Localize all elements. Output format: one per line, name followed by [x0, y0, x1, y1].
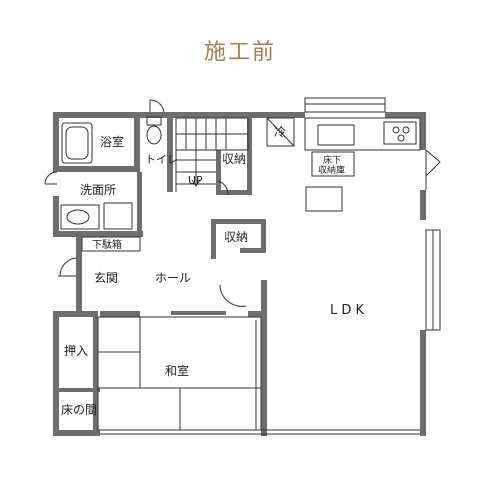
shoe-box-label: 下駄箱: [92, 238, 122, 251]
up-label: UP: [188, 174, 203, 187]
hall-label: ホール: [155, 271, 191, 285]
fixtures: [44, 97, 441, 435]
storage-2-label: 収納: [224, 230, 248, 244]
japanese-room-label: 和室: [165, 363, 189, 378]
page-title: 施工前: [203, 40, 276, 65]
washroom-label: 洗面所: [80, 183, 116, 197]
closet-label: 押入: [64, 344, 88, 358]
toilet-label: トイレ: [145, 153, 178, 166]
ldk-label: L D K: [330, 303, 365, 318]
exterior-walls: [53, 112, 426, 436]
bath-label: 浴室: [100, 134, 124, 149]
room-labels: 浴室 トイレ 収納 冷 床下 収納庫 UP 洗面所 下駄箱 収納 玄関 ホール …: [61, 125, 365, 417]
cooler-label: 冷: [274, 125, 286, 139]
storage-1-label: 収納: [222, 152, 246, 166]
underfloor-label-2: 収納庫: [318, 164, 345, 176]
alcove-label: 床の間: [61, 403, 97, 417]
underfloor-label-1: 床下: [323, 154, 341, 166]
entrance-label: 玄関: [94, 270, 118, 285]
